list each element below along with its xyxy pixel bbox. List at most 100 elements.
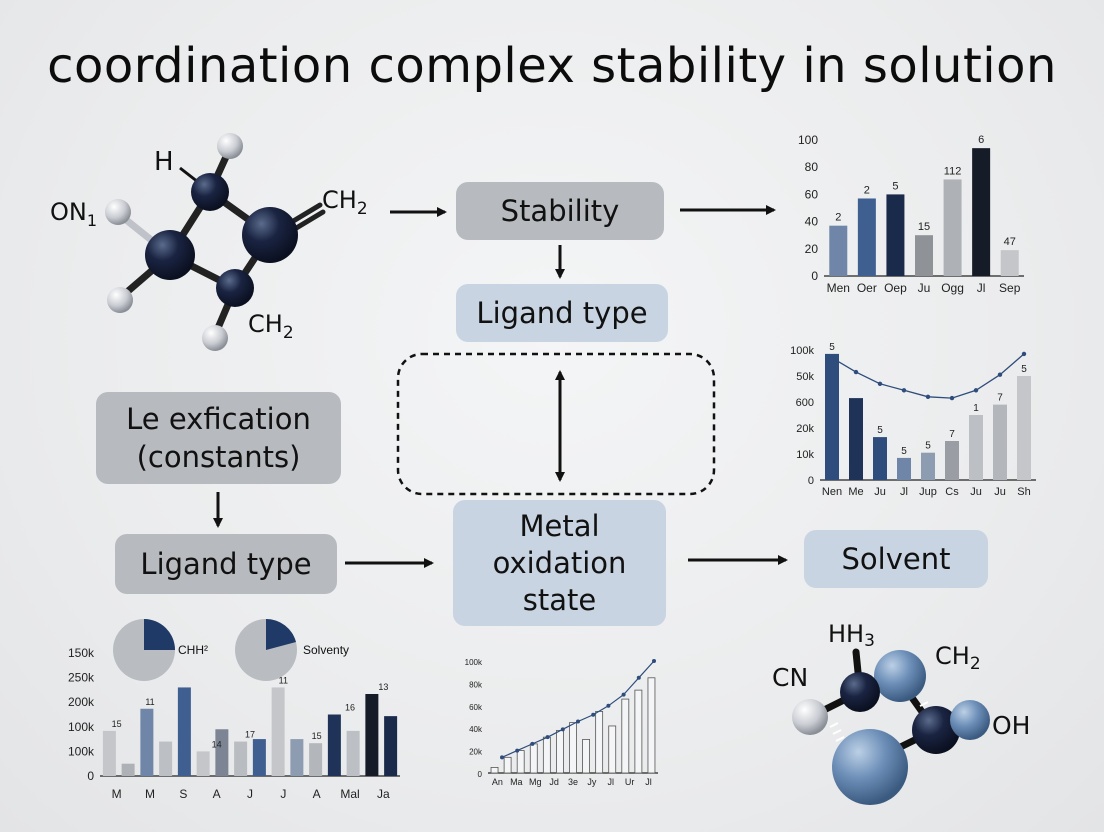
x-tick-label: Jl <box>900 486 908 498</box>
bar <box>1017 376 1031 480</box>
pie-right-slice <box>266 618 296 650</box>
trend-point <box>652 659 656 663</box>
trend-point <box>560 727 565 732</box>
chart-top-right: 0204060801002Men2Oer5Oep15Ju112Ogg6Jl47S… <box>798 133 1024 295</box>
label-ch2-bottom: CH <box>248 310 283 338</box>
data-label: 17 <box>245 730 255 740</box>
pie-left-label: CHH² <box>178 643 208 657</box>
trend-point <box>530 741 535 746</box>
y-tick-label: 0 <box>808 475 814 487</box>
trend-point <box>973 388 979 393</box>
bar <box>621 698 630 774</box>
data-label: 15 <box>918 221 930 233</box>
bar <box>945 441 959 480</box>
label-oh: OH <box>992 711 1030 740</box>
trend-point <box>901 388 907 393</box>
x-tick-label: Ma <box>510 777 523 787</box>
svg-text:CH2: CH2 <box>248 310 294 343</box>
atom-h-left <box>105 199 131 225</box>
bar <box>849 398 863 480</box>
bar <box>595 711 604 774</box>
bar <box>346 730 360 776</box>
x-tick-label: 3e <box>568 777 578 787</box>
bar <box>582 739 590 774</box>
trend-point <box>515 748 520 753</box>
trend-point <box>621 692 626 697</box>
x-tick-label: Ur <box>625 777 635 787</box>
label-hh3: HH <box>828 620 864 648</box>
data-label: 16 <box>345 703 355 713</box>
y-tick-label: 0 <box>87 769 94 783</box>
bar <box>873 437 887 480</box>
bar <box>1000 250 1019 276</box>
dashed-region <box>396 352 716 496</box>
ligand-type-top-label: Ligand type <box>476 296 648 330</box>
bar <box>969 415 983 480</box>
atom-c2 <box>145 230 195 280</box>
svg-text:ON1: ON1 <box>50 198 97 230</box>
atom-navy-right <box>912 706 960 754</box>
trend-point <box>1021 351 1027 357</box>
data-label: 5 <box>829 342 835 353</box>
metal-line1: Metal <box>519 508 600 543</box>
bar <box>309 743 323 776</box>
ligand-type-left-label: Ligand type <box>140 547 312 581</box>
trend-point <box>997 372 1003 377</box>
y-tick-label: 150k <box>68 646 95 660</box>
x-tick-label: Men <box>827 281 850 295</box>
atom-c1 <box>191 173 229 211</box>
y-tick-label: 100k <box>68 720 95 734</box>
trend-point <box>949 395 955 401</box>
bar <box>529 743 538 774</box>
data-label: 5 <box>925 441 931 452</box>
bar <box>490 767 499 774</box>
x-tick-label: J <box>247 787 253 801</box>
stability-box: Stability <box>456 182 664 240</box>
y-tick-label: 20k <box>796 423 814 435</box>
x-tick-label: A <box>313 787 321 801</box>
bar <box>121 763 135 776</box>
bar <box>556 730 564 774</box>
le-exfication-box: Le exfication (constants) <box>96 392 341 484</box>
data-label: 15 <box>112 719 122 729</box>
x-tick-label: Jl <box>608 777 615 787</box>
y-tick-label: 100k <box>68 744 95 758</box>
metal-line2: oxidation <box>492 545 627 580</box>
y-tick-label: 0 <box>478 770 483 779</box>
molecule-bottom: HH3 CH2 CN OH <box>772 620 1030 805</box>
x-tick-label: Oer <box>857 281 877 295</box>
data-label: 2 <box>864 184 870 196</box>
bar <box>290 739 304 776</box>
page-title: coordination complex stability in soluti… <box>47 38 1057 94</box>
label-on-sub: 1 <box>87 211 97 230</box>
data-label: 47 <box>1004 236 1016 248</box>
bar <box>943 179 962 276</box>
x-tick-label: Jl <box>645 777 652 787</box>
y-tick-label: 100k <box>790 345 814 357</box>
pie-right-label: Solventy <box>303 643 349 657</box>
data-label: 5 <box>877 425 883 436</box>
bar <box>234 741 248 776</box>
bar <box>503 756 512 774</box>
bar <box>140 708 154 776</box>
bar <box>365 694 379 776</box>
atom-c3 <box>242 207 298 263</box>
metal-oxidation-state-box: Metal oxidation state <box>453 500 666 626</box>
data-label: 15 <box>312 731 322 741</box>
y-tick-label: 40k <box>469 725 483 734</box>
label-ch2: CH <box>935 642 970 670</box>
label-on: ON <box>50 198 87 226</box>
x-tick-label: Cs <box>945 486 959 498</box>
x-tick-label: M <box>145 787 155 801</box>
bar <box>327 714 341 776</box>
x-tick-label: Ja <box>377 787 390 801</box>
y-tick-label: 100 <box>798 133 818 147</box>
bar <box>569 722 577 774</box>
x-tick-label: J <box>280 787 286 801</box>
svg-text:CH2: CH2 <box>935 642 981 674</box>
label-ch2-top-sub: 2 <box>357 199 368 219</box>
x-tick-label: A <box>213 787 221 801</box>
solvent-box: Solvent <box>804 530 988 588</box>
